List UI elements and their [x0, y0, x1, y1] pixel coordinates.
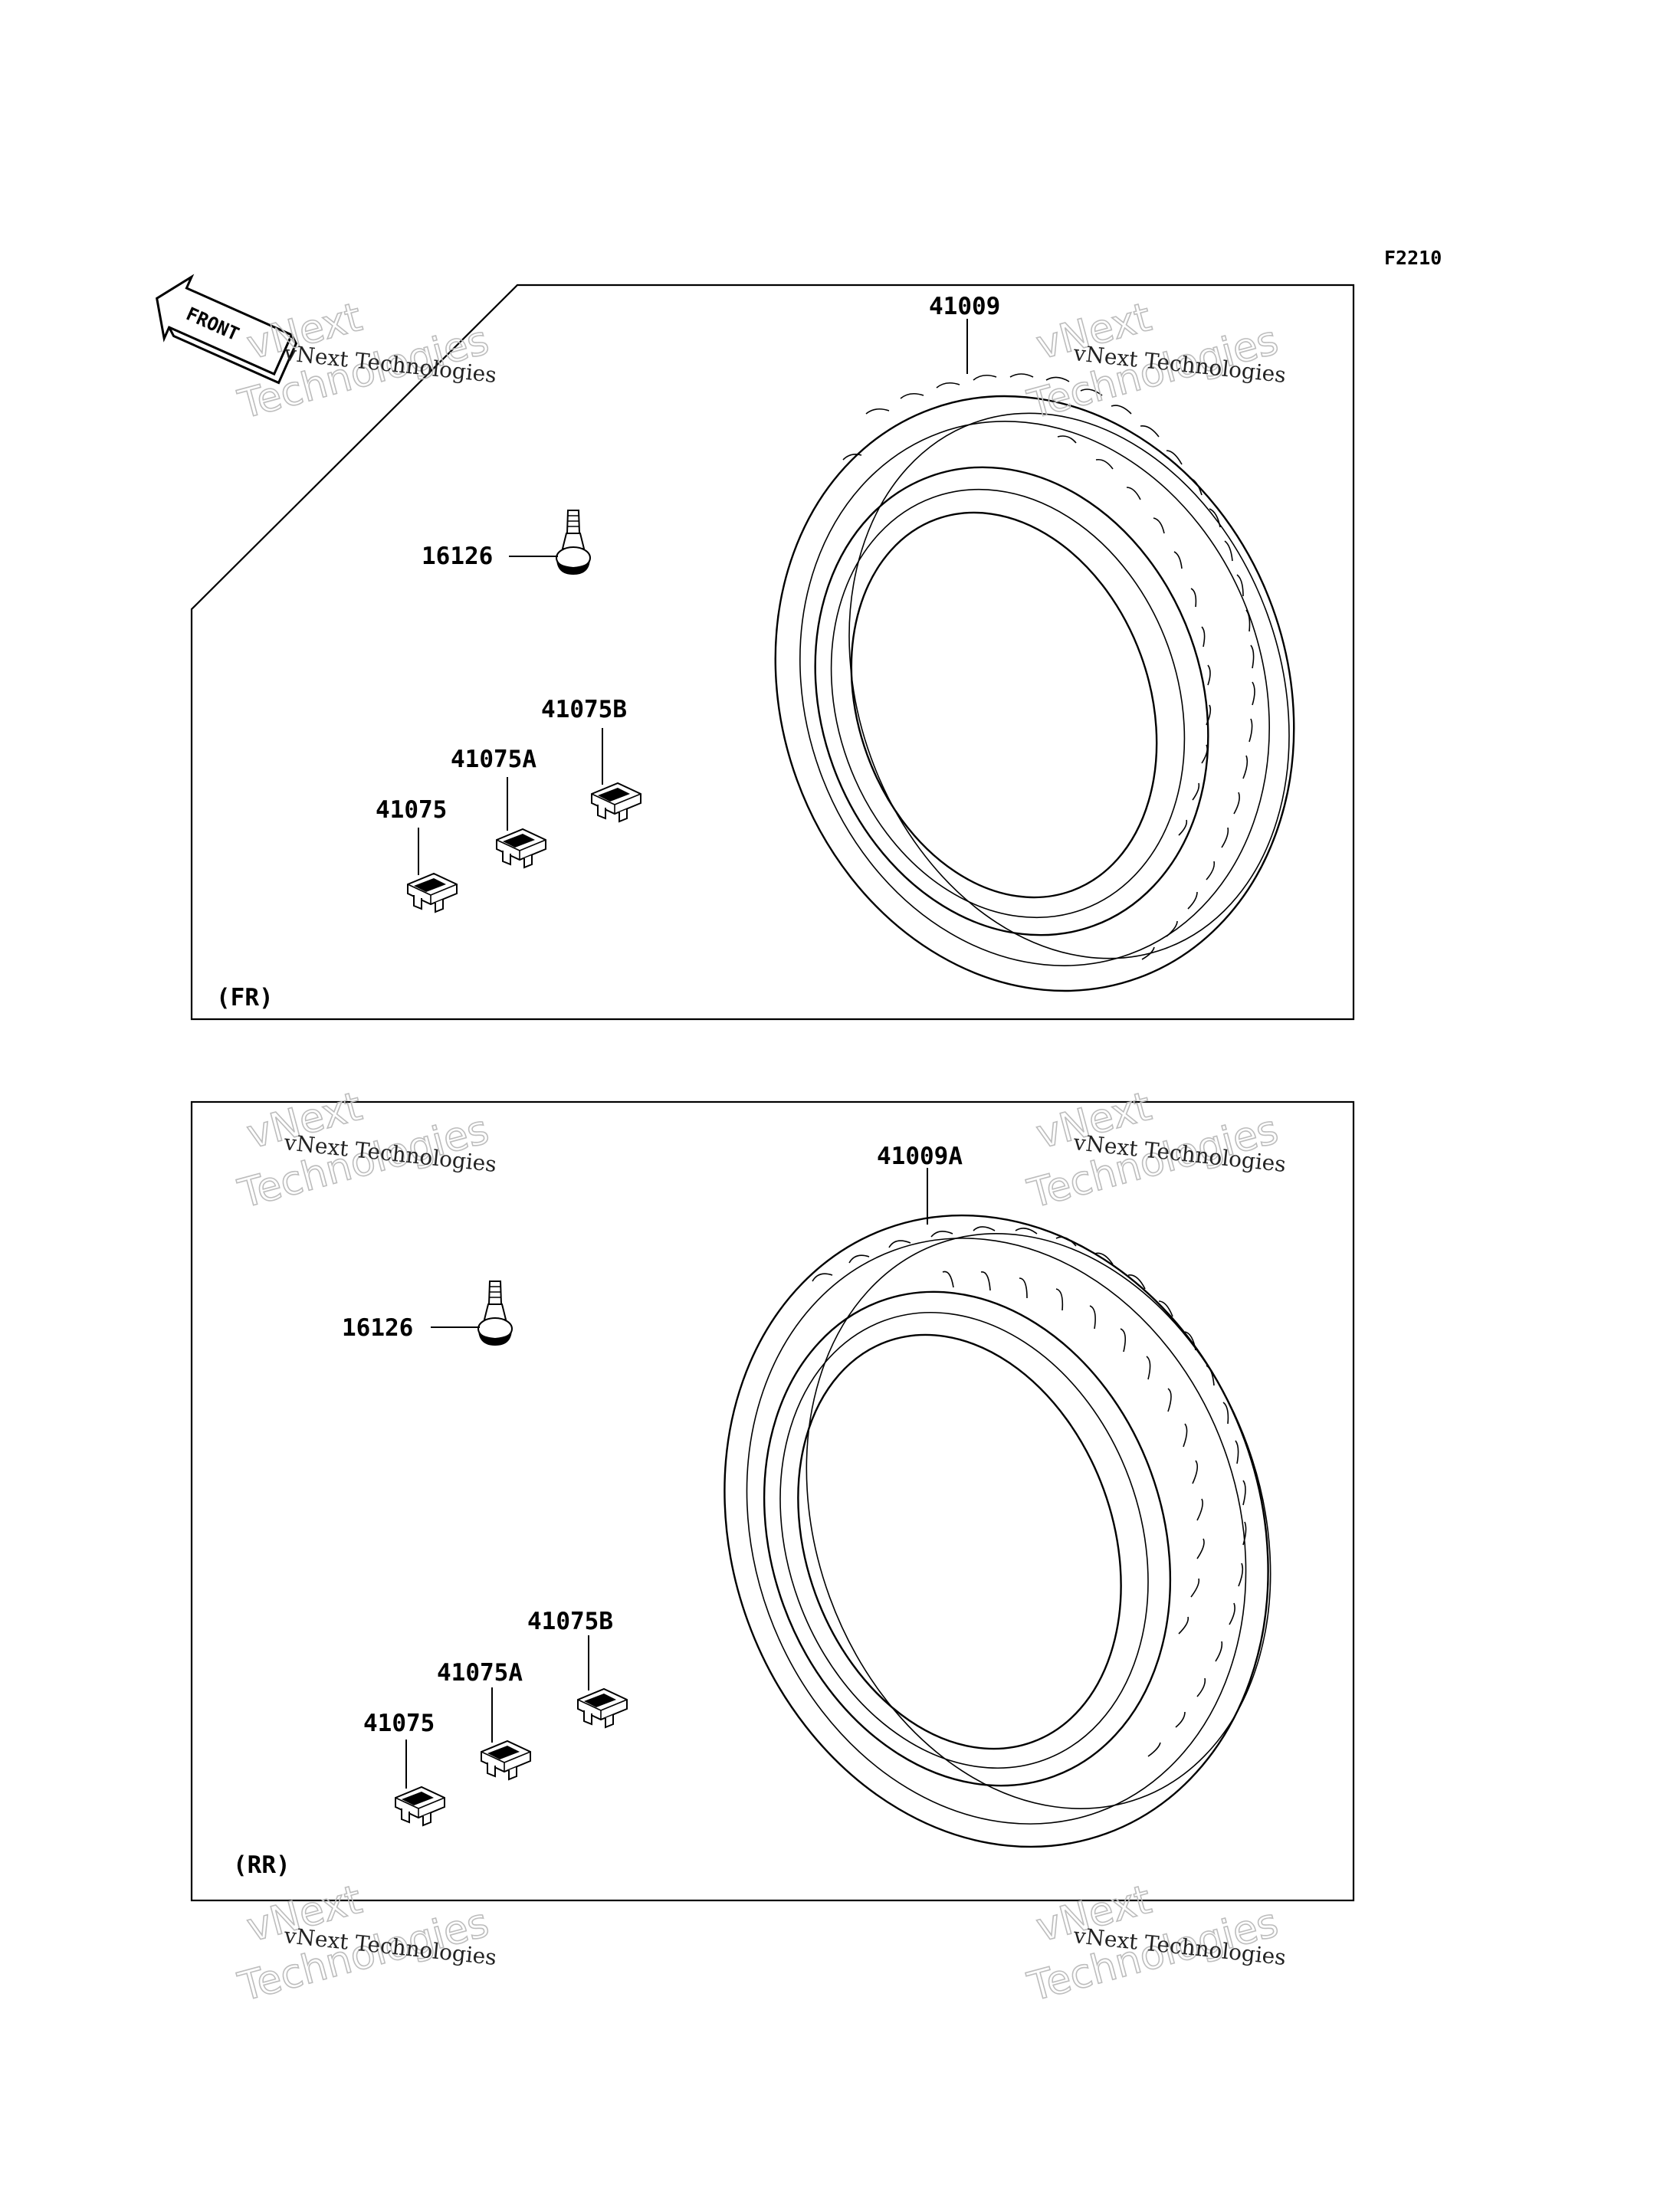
- rear-valve-stem: [477, 1280, 513, 1346]
- front-weight-label-3: 41075B: [541, 696, 627, 723]
- rear-section-label: (RR): [233, 1851, 290, 1879]
- rear-weight-label-1: 41075: [363, 1710, 435, 1737]
- front-section-label: (FR): [216, 984, 274, 1012]
- rear-weight-label-3: 41075B: [527, 1608, 613, 1635]
- rear-panel-frame: [190, 1100, 1355, 1902]
- rear-weight-41075: [395, 1786, 445, 1826]
- rear-weight-label-2: 41075A: [437, 1659, 523, 1687]
- front-valve-stem: [556, 510, 591, 575]
- front-weight-label-2: 41075A: [451, 746, 536, 773]
- front-valve-label: 16126: [422, 543, 493, 570]
- figure-code: F2210: [1384, 247, 1442, 269]
- watermark-4: vNext Technologies vNext Technologies: [1022, 1083, 1287, 1218]
- front-panel-frame: [190, 284, 1355, 1021]
- rear-weight-41075a: [481, 1740, 531, 1780]
- rear-tire-label: 41009A: [877, 1143, 963, 1170]
- watermark-3: vNext Technologies vNext Technologies: [233, 1083, 497, 1218]
- front-weight-label-1: 41075: [376, 796, 447, 824]
- front-tread: [842, 373, 1255, 960]
- front-weight-41075: [407, 873, 458, 913]
- rear-tread: [812, 1226, 1247, 1757]
- watermark-5: vNext Technologies vNext Technologies: [233, 1876, 497, 2011]
- watermark-2: vNext Technologies vNext Technologies: [1022, 293, 1287, 428]
- rear-tire: [724, 1214, 1271, 1848]
- front-tire-label: 41009: [929, 293, 1000, 320]
- front-weight-41075a: [496, 828, 546, 868]
- front-tire: [774, 373, 1295, 992]
- rear-weight-41075b: [577, 1688, 628, 1728]
- front-arrow-icon: FRONT: [155, 274, 298, 385]
- watermark-6: vNext Technologies vNext Technologies: [1022, 1876, 1287, 2011]
- watermark-1: vNext Technologies vNext Technologies: [233, 293, 497, 428]
- front-weight-41075b: [591, 782, 641, 822]
- rear-valve-label: 16126: [342, 1314, 413, 1342]
